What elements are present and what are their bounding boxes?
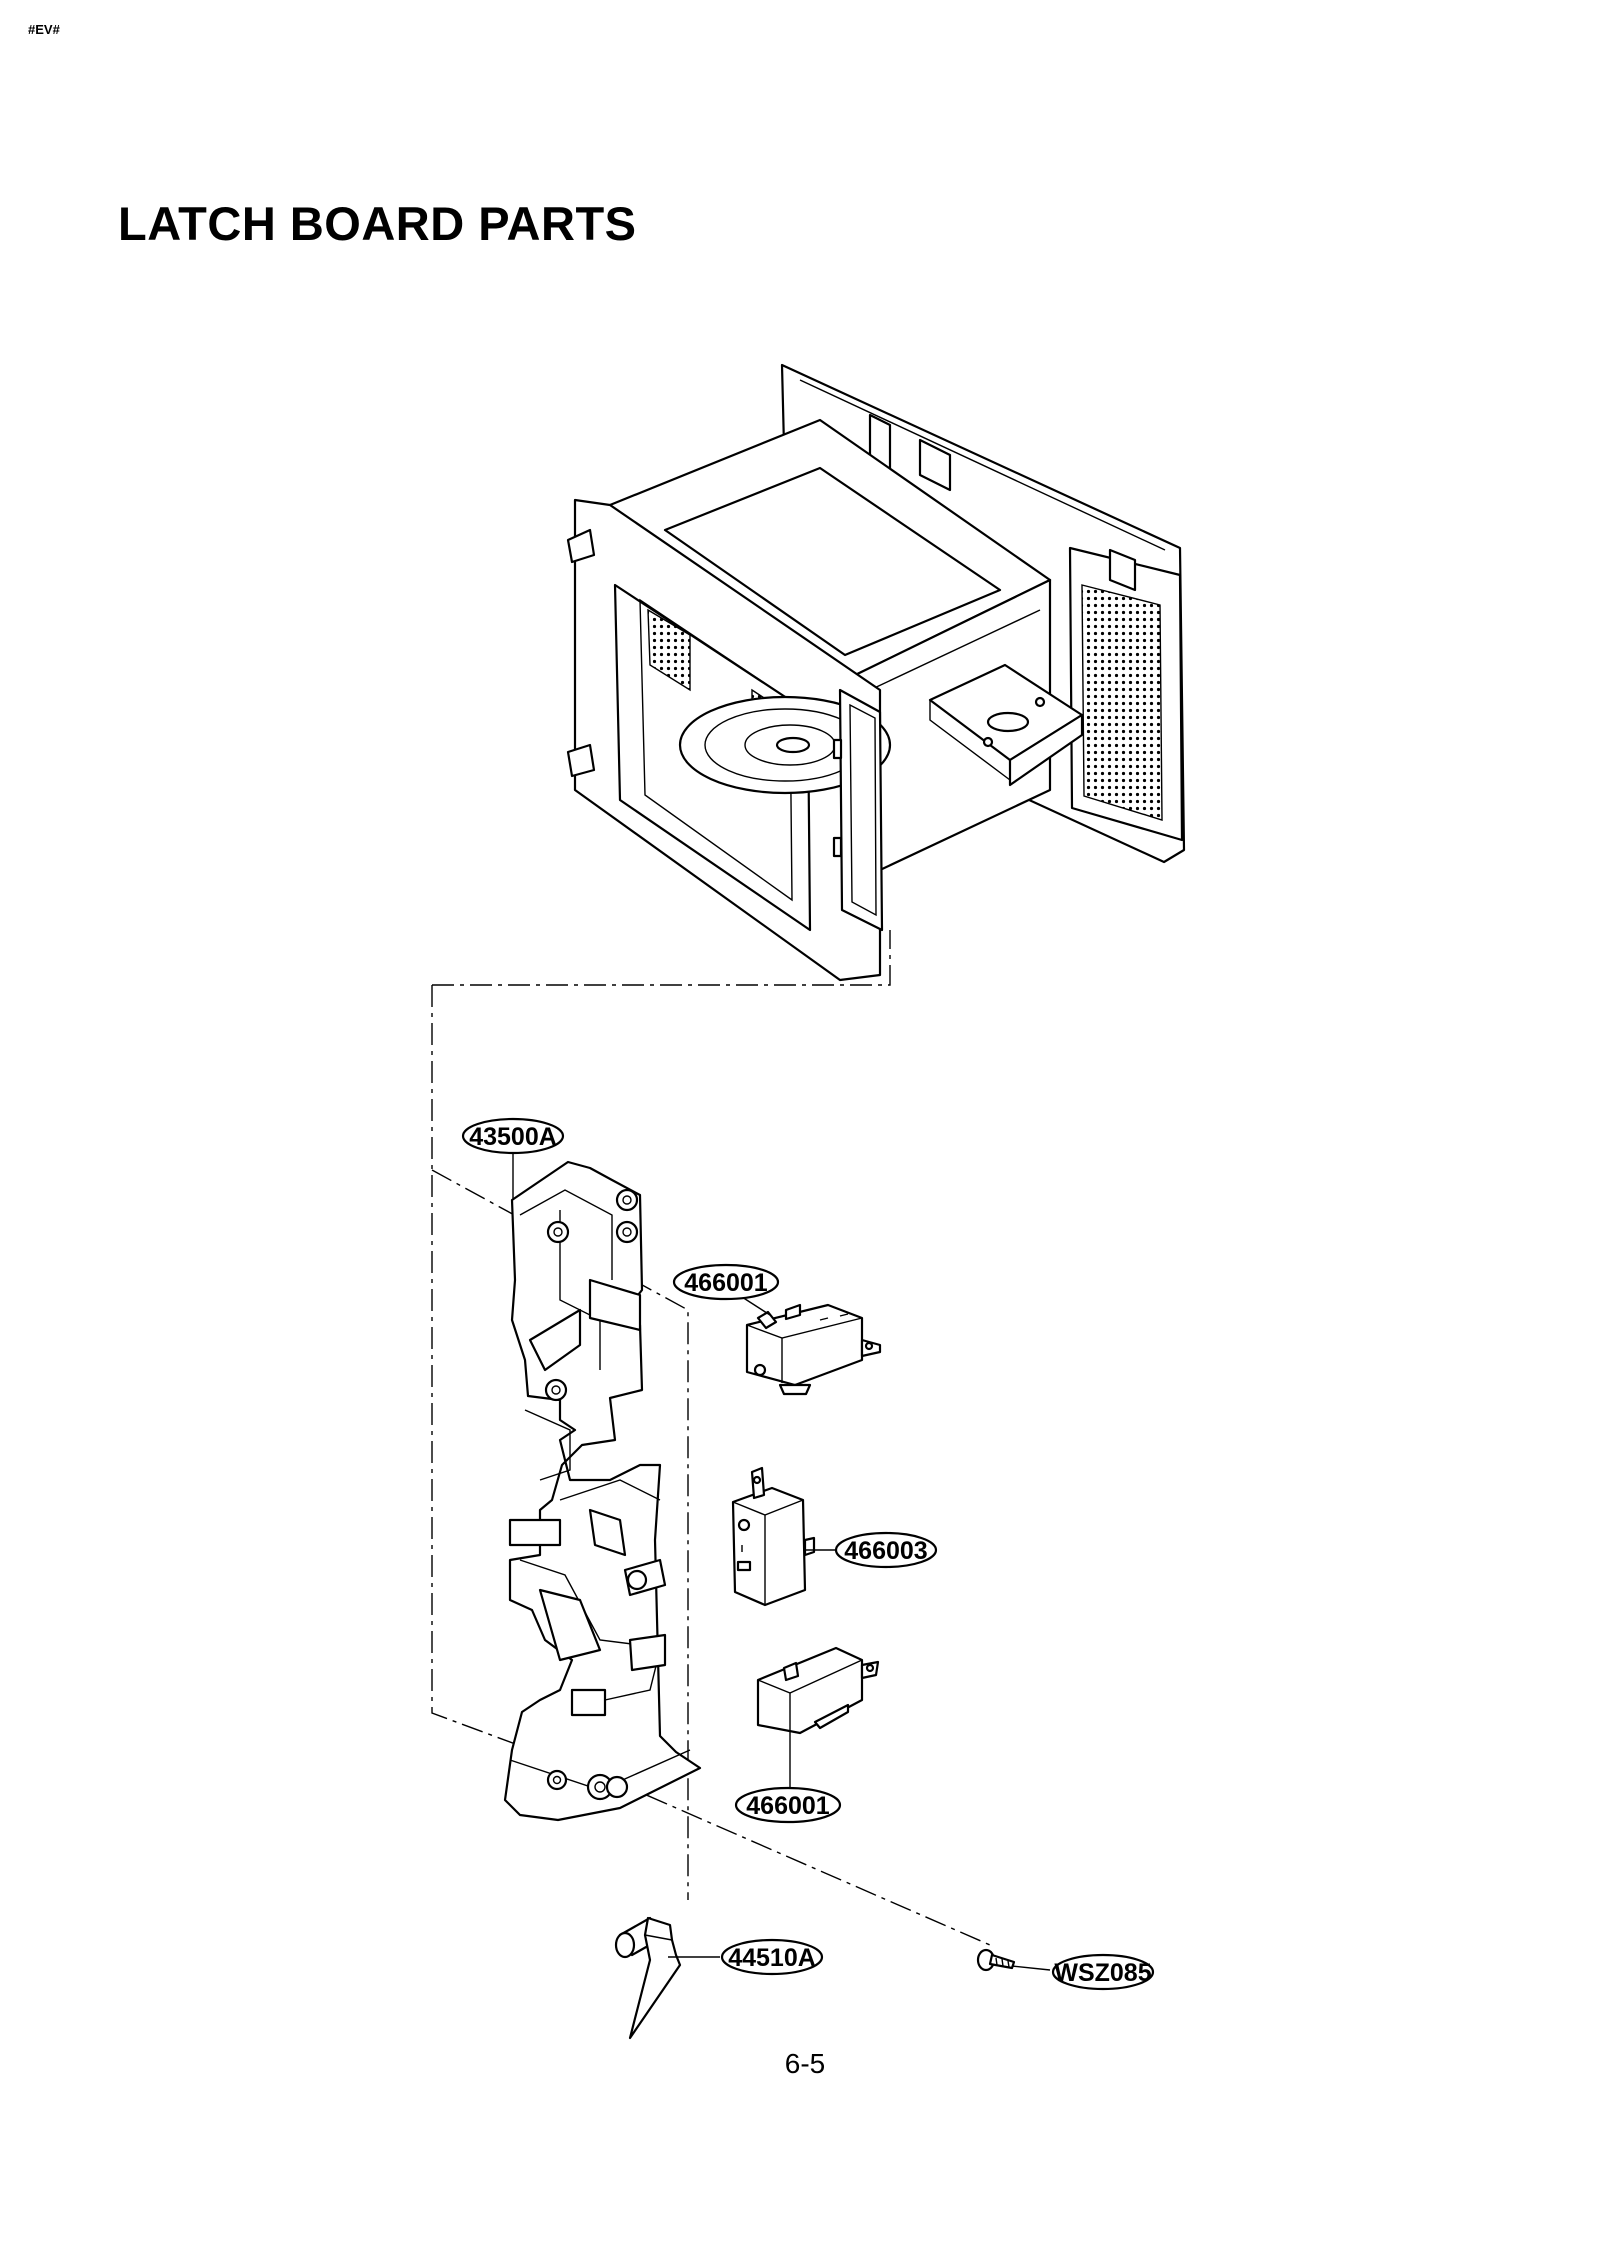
page-title: LATCH BOARD PARTS [118,197,637,250]
callout-WSZ085: WSZ085 [1051,1953,1155,1991]
upper-switch-part [745,1303,882,1396]
callout-label-466001-lower: 466001 [746,1792,830,1820]
latch-lever-part [614,1916,682,2040]
lower-switch-part [756,1646,880,1735]
callout-label-43500A: 43500A [469,1123,557,1151]
screw-part [976,1948,1016,1972]
callout-43500A: 43500A [461,1117,565,1155]
latch-board-part [503,1160,702,1822]
callout-466001-lower: 466001 [734,1786,842,1824]
middle-switch-part [731,1466,816,1607]
assembly-line-latch-board [432,930,891,986]
callout-44510A: 44510A [720,1938,824,1976]
leader-466001-upper [741,1296,771,1316]
callout-label-44510A: 44510A [728,1944,816,1972]
leader-WSZ085 [1011,1965,1051,1971]
oven-cavity-assembly [566,363,1186,982]
assembly-line-screw [611,1779,991,1946]
callout-466001-upper: 466001 [672,1263,780,1301]
callout-label-WSZ085: WSZ085 [1054,1959,1151,1987]
callout-466003: 466003 [834,1531,938,1569]
callout-label-466003: 466003 [844,1537,927,1565]
corner-mark: #EV# [28,22,60,37]
callout-label-466001-upper: 466001 [684,1269,768,1297]
page-number: 6-5 [784,2048,826,2079]
